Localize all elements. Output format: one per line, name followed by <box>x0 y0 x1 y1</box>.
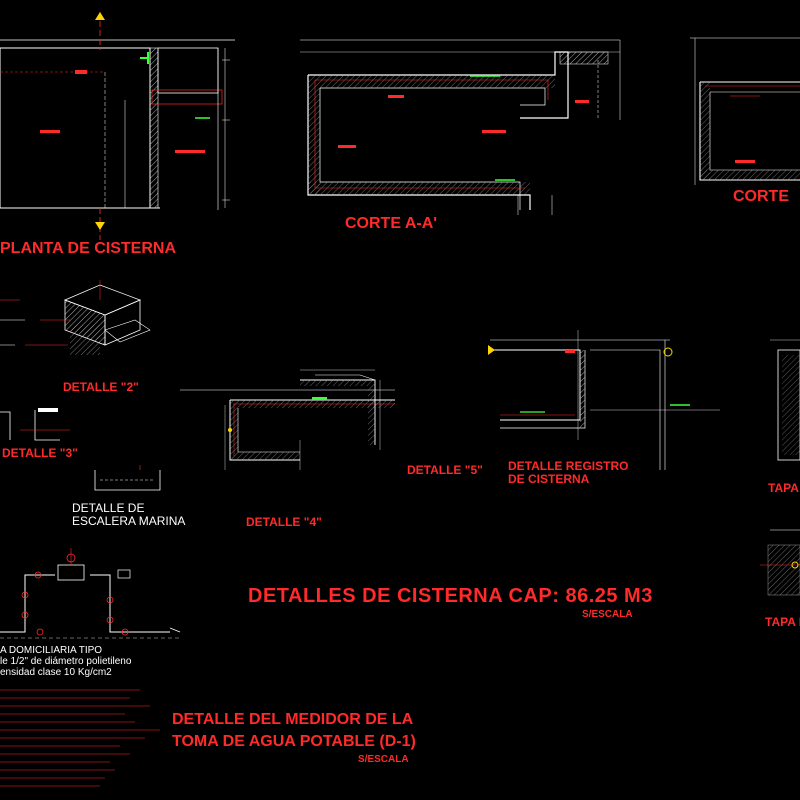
detalle-5-drawing <box>300 369 381 450</box>
corte-aa-drawing <box>300 39 621 215</box>
detalle-4-drawing <box>180 389 395 470</box>
medidor-title-line1: DETALLE DEL MEDIDOR DE LA <box>172 711 414 728</box>
notes-list-lines <box>0 689 160 787</box>
planta-cisterna-drawing <box>0 12 235 240</box>
planta-title: PLANTA DE CISTERNA <box>0 240 176 257</box>
medidor-drawing <box>0 548 181 639</box>
detalle-2-drawing <box>0 280 151 355</box>
corte-bb-drawing <box>690 37 800 185</box>
detalle-registro-drawing <box>488 330 720 470</box>
detalle-2-title: DETALLE "2" <box>63 380 139 394</box>
corte-aa-title: CORTE A-A' <box>345 215 438 232</box>
escalera-title-line2: ESCALERA MARINA <box>72 514 186 528</box>
toma-note-line2: le 1/2" de diámetro polietileno <box>0 656 132 667</box>
escalera-title-line1: DETALLE DE <box>72 501 145 515</box>
toma-note-line3: ensidad clase 10 Kg/cm2 <box>0 667 112 678</box>
detalle-3-drawing <box>0 408 70 441</box>
corte-bb-title: CORTE <box>733 188 789 205</box>
tapa-title: TAPA <box>768 481 799 495</box>
tapa-r-title: TAPA R <box>765 615 800 629</box>
detalle-4-title: DETALLE "4" <box>246 515 322 529</box>
medidor-title-line2: TOMA DE AGUA POTABLE (D-1) <box>172 733 416 750</box>
toma-note-line1: A DOMICILIARIA TIPO <box>0 645 103 656</box>
detalle-3-title: DETALLE "3" <box>2 446 78 460</box>
escalera-marina-drawing <box>94 465 161 491</box>
tapa-drawing <box>760 339 800 596</box>
detalle-5-title: DETALLE "5" <box>407 463 483 477</box>
main-title: DETALLES DE CISTERNA CAP: 86.25 M3 <box>248 585 653 607</box>
registro-title-line1: DETALLE REGISTRO <box>508 459 629 473</box>
main-scale: S/ESCALA <box>582 609 633 620</box>
medidor-scale: S/ESCALA <box>358 754 409 765</box>
registro-title-line2: DE CISTERNA <box>508 472 590 486</box>
